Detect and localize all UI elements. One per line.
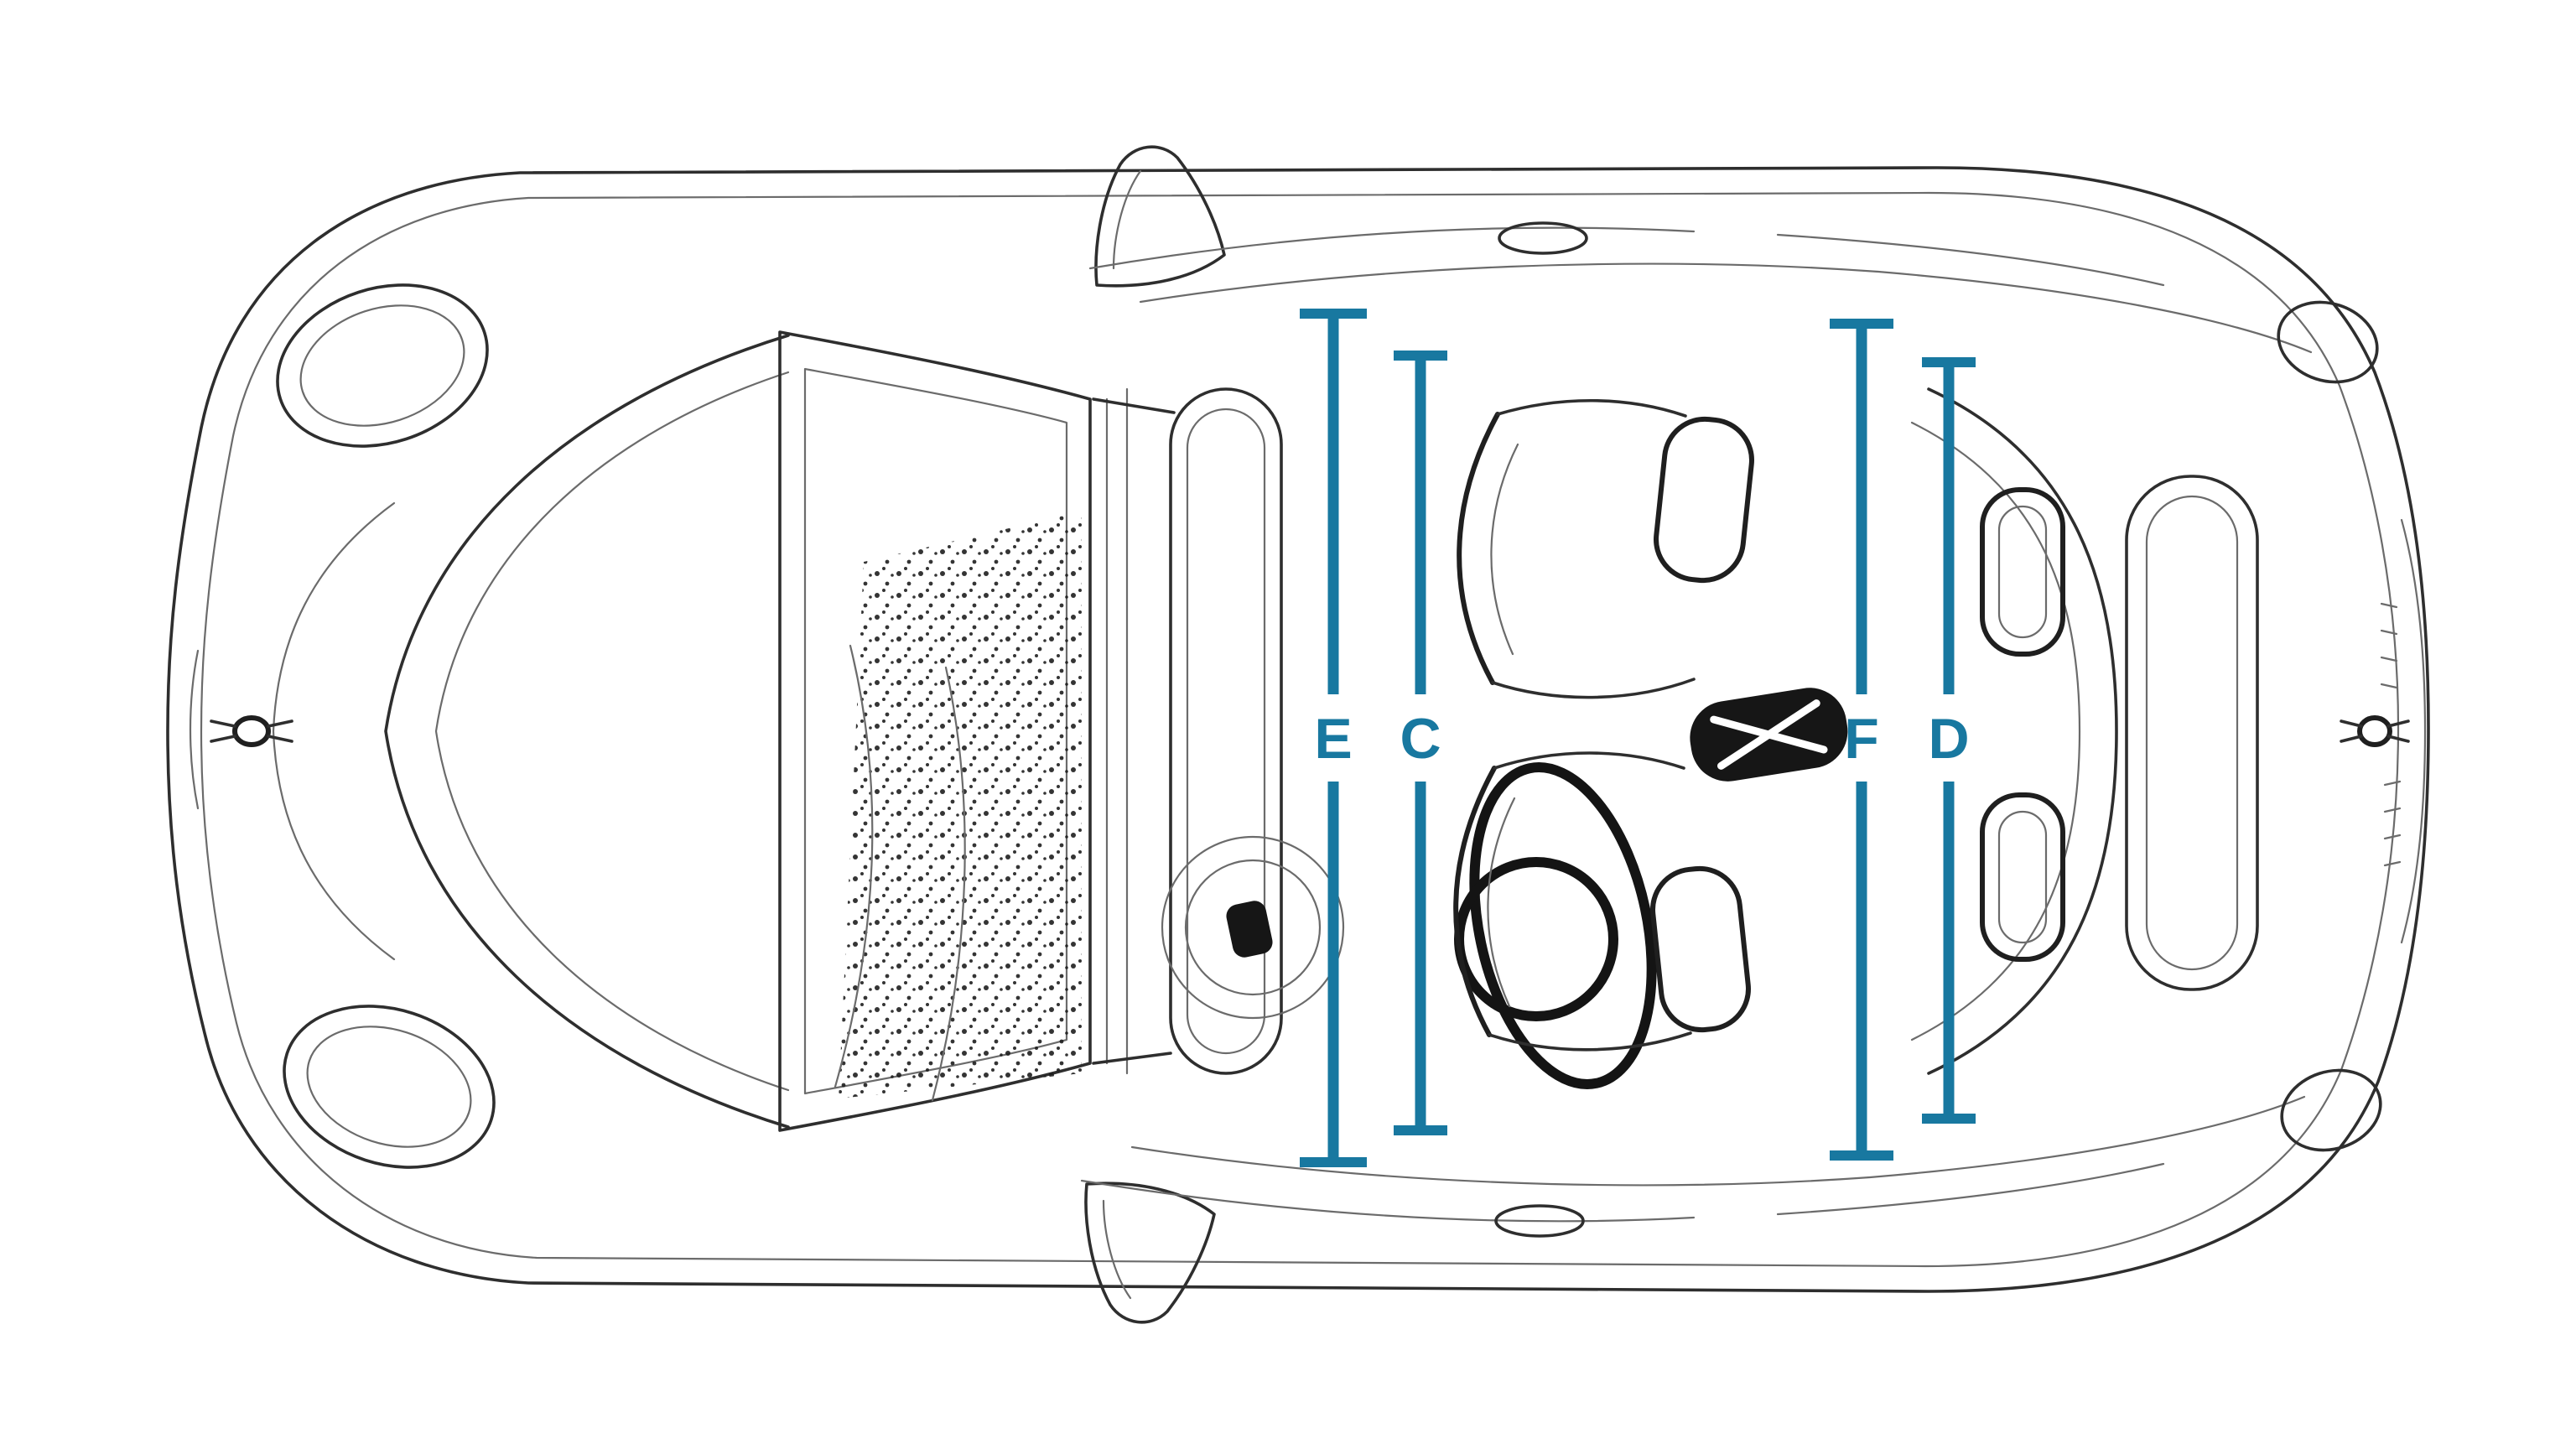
door-handle-bottom — [1494, 1204, 1585, 1238]
dimension-label-e: E — [1314, 707, 1352, 771]
door-handle-top — [1498, 221, 1588, 255]
rear-headrest-bottom — [1980, 792, 2065, 962]
center-console — [1690, 688, 1848, 782]
windshield — [778, 330, 1176, 1132]
dimension-line-e: E — [1300, 309, 1367, 1167]
trunk-window — [2125, 475, 2259, 991]
side-mirror-bottom — [1084, 1182, 1216, 1324]
headlight-bottom — [283, 1005, 496, 1169]
wiper-blades — [834, 644, 966, 1102]
rear-bumper-details — [2380, 518, 2427, 944]
front-seat-top — [1457, 398, 1754, 699]
dimension-label-d: D — [1928, 707, 1969, 771]
rear-seats — [1910, 387, 2118, 1075]
dimension-lines: E C F D — [1300, 309, 1976, 1167]
car-body-outline — [166, 166, 2430, 1293]
dimension-line-f: F — [1830, 319, 1893, 1161]
hood-lines — [189, 334, 790, 1129]
door-seams — [1080, 226, 2165, 1223]
rear-emblem — [2340, 715, 2410, 747]
instrument-cluster — [1161, 835, 1345, 1020]
windshield-defroster-dots — [839, 512, 1082, 1098]
dimension-label-f: F — [1844, 707, 1879, 771]
car-line-art — [166, 145, 2430, 1324]
side-mirror-top — [1094, 145, 1226, 288]
rear-light-top — [2277, 300, 2379, 384]
dimension-line-d: D — [1922, 357, 1976, 1124]
front-seat-bottom — [1453, 751, 1751, 1052]
dimension-line-c: C — [1394, 351, 1447, 1135]
rear-headrest-top — [1980, 487, 2065, 657]
headlight-top — [276, 283, 489, 448]
dimension-label-c: C — [1400, 707, 1441, 771]
rear-light-bottom — [2280, 1068, 2382, 1152]
windshield-header-bar — [1169, 387, 1283, 1075]
front-emblem — [210, 715, 293, 747]
